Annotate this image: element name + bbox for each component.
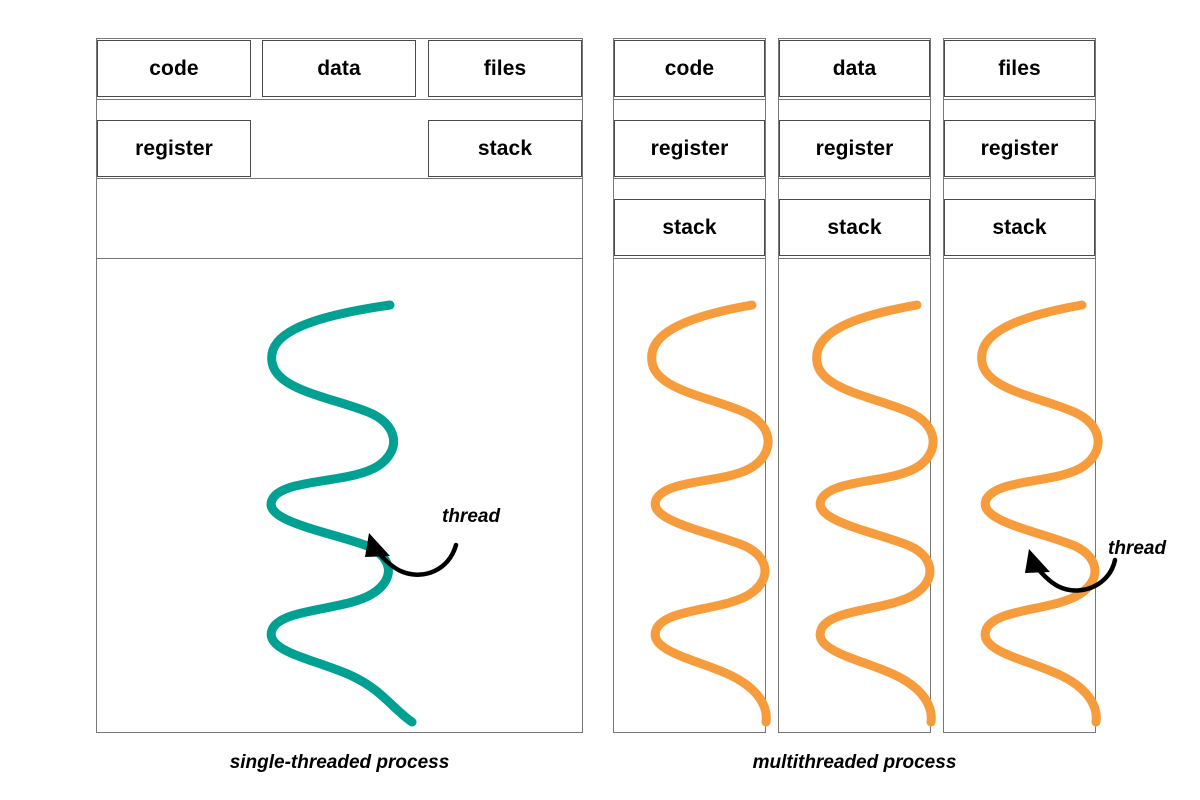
multithread-col2-header-box[interactable]: data — [779, 40, 930, 97]
single-files-label: files — [483, 56, 527, 80]
multithread-col1-register-label: register — [650, 136, 729, 160]
multithread-col3-divider-3 — [943, 258, 1096, 259]
single-files-box[interactable]: files — [428, 40, 582, 97]
multithread-col2-stack-label: stack — [827, 215, 882, 239]
multithread-col1-stack-label: stack — [662, 215, 717, 239]
multithread-col2-header-label: data — [832, 56, 877, 80]
panel-divider-row1 — [96, 99, 583, 100]
caption-multithreaded: multithreaded process — [613, 752, 1096, 774]
panel-divider-row2 — [96, 178, 583, 179]
multithread-col3-stack-label: stack — [992, 215, 1047, 239]
multithread-col2-stack-box[interactable]: stack — [779, 199, 930, 256]
single-register-box[interactable]: register — [97, 120, 251, 177]
single-code-box[interactable]: code — [97, 40, 251, 97]
single-data-label: data — [317, 56, 361, 80]
multithread-col1-divider-3 — [613, 258, 766, 259]
thread-label-single: thread — [442, 506, 500, 528]
multithread-col1-header-label: code — [664, 56, 715, 80]
multithread-col3-divider-2 — [943, 178, 1096, 179]
multithread-col1-divider-1 — [613, 99, 766, 100]
multithread-col2-divider-1 — [778, 99, 931, 100]
multithread-col1-header-box[interactable]: code — [614, 40, 765, 97]
multithread-col1-divider-2 — [613, 178, 766, 179]
thread-label-single-text: thread — [442, 506, 501, 527]
multithread-col3-stack-box[interactable]: stack — [944, 199, 1095, 256]
thread-label-multi-text: thread — [1108, 538, 1167, 559]
multithread-col2-divider-3 — [778, 258, 931, 259]
caption-multithreaded-text: multithreaded process — [752, 752, 957, 773]
multithread-col3-header-label: files — [998, 56, 1041, 80]
single-register-label: register — [135, 136, 213, 160]
multithread-col1-stack-box[interactable]: stack — [614, 199, 765, 256]
multithread-col3-divider-1 — [943, 99, 1096, 100]
multithread-col1-register-box[interactable]: register — [614, 120, 765, 177]
thread-label-multi: thread — [1108, 538, 1166, 560]
single-code-label: code — [149, 56, 199, 80]
multithread-col2-register-box[interactable]: register — [779, 120, 930, 177]
multithread-col3-register-box[interactable]: register — [944, 120, 1095, 177]
single-data-box[interactable]: data — [262, 40, 416, 97]
caption-single-threaded: single-threaded process — [96, 752, 583, 774]
single-stack-label: stack — [477, 136, 533, 160]
multithread-col2-register-label: register — [815, 136, 894, 160]
multithread-col3-header-box[interactable]: files — [944, 40, 1095, 97]
multithread-col2-divider-2 — [778, 178, 931, 179]
caption-single-threaded-text: single-threaded process — [229, 752, 450, 773]
single-stack-box[interactable]: stack — [428, 120, 582, 177]
panel-divider-row3 — [96, 258, 583, 259]
multithread-col3-register-label: register — [980, 136, 1059, 160]
